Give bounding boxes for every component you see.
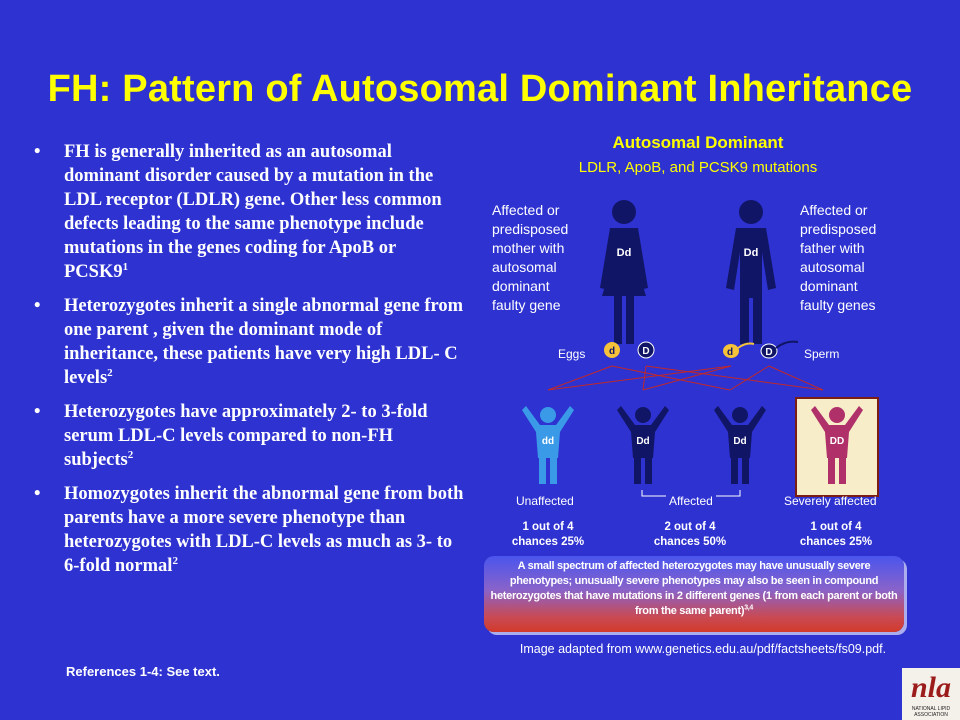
- chance-unaffected: 1 out of 4 chances 25%: [511, 521, 585, 548]
- diagram-subtitle: LDLR, ApoB, and PCSK9 mutations: [578, 159, 818, 176]
- severity-note-ref: 3,4: [744, 604, 754, 612]
- diagram-title: Autosomal Dominant: [612, 133, 784, 152]
- eggs-label: Eggs: [558, 347, 585, 361]
- mother-figure: [600, 200, 648, 344]
- bullet-dot: •: [34, 296, 41, 316]
- inheritance-diagram: Autosomal Dominant LDLR, ApoB, and PCSK9…: [478, 128, 960, 668]
- child-affected-figure: [714, 406, 766, 484]
- bullet-list: • FH is generally inherited as an autosom…: [34, 140, 464, 588]
- bullet-item: • Homozygotes inherit the abnormal gene f…: [34, 482, 464, 578]
- inheritance-lines: [547, 365, 824, 391]
- child-genotype: Dd: [636, 436, 649, 447]
- child-genotype: dd: [542, 436, 554, 447]
- chance-affected: 2 out of 4 chances 50%: [653, 521, 727, 548]
- child-severe-figure: [811, 406, 863, 484]
- sperm-label: Sperm: [804, 347, 839, 361]
- egg-d-label: d: [609, 346, 615, 357]
- sperm-D-label: D: [765, 347, 772, 358]
- chance-severe: 1 out of 4 chances 25%: [799, 521, 873, 548]
- bullet-ref: 2: [172, 554, 178, 567]
- bullet-item: • Heterozygotes have approximately 2- to …: [34, 400, 464, 472]
- bullet-text: FH is generally inherited as an autosoma…: [64, 142, 442, 282]
- nla-logo: nla NATIONAL LIPID ASSOCIATION: [902, 668, 960, 720]
- child-genotype: DD: [830, 436, 844, 447]
- egg-D-label: D: [642, 346, 649, 357]
- child-affected-figure: [617, 406, 669, 484]
- bullet-text: Homozygotes inherit the abnormal gene fr…: [64, 484, 464, 576]
- egg-D: [637, 341, 655, 359]
- severity-note-box: A small spectrum of affected heterozygot…: [484, 556, 904, 632]
- bullet-dot: •: [34, 142, 41, 162]
- child-unaffected-figure: [522, 406, 574, 484]
- sperm-d-label: d: [727, 347, 733, 358]
- egg-d: [604, 342, 620, 358]
- father-label: Affected or predisposed father with auto…: [800, 202, 877, 313]
- bullet-ref: 2: [127, 448, 134, 461]
- bullet-text: Heterozygotes have approximately 2- to 3…: [64, 402, 428, 470]
- sperm-D: [760, 340, 799, 359]
- sperm-d: [723, 342, 755, 358]
- bullet-dot: •: [34, 484, 41, 504]
- bullet-ref: 2: [107, 366, 113, 379]
- father-figure: [726, 200, 776, 344]
- slide-title: FH: Pattern of Autosomal Dominant Inheri…: [47, 68, 913, 110]
- references-note: References 1-4: See text.: [66, 664, 220, 679]
- bullet-item: • FH is generally inherited as an autosom…: [34, 140, 464, 284]
- father-genotype: Dd: [744, 247, 759, 259]
- status-unaffected: Unaffected: [516, 494, 574, 508]
- mother-label: Affected or predisposed mother with auto…: [492, 202, 569, 313]
- status-severe: Severely affected: [784, 494, 877, 508]
- status-affected: Affected: [666, 494, 716, 508]
- mother-genotype: Dd: [617, 247, 632, 259]
- logo-text: nla: [910, 671, 952, 704]
- image-credit: Image adapted from www.genetics.edu.au/p…: [519, 642, 887, 656]
- bullet-item: • Heterozygotes inherit a single abnormal…: [34, 294, 464, 390]
- child-genotype: Dd: [733, 436, 746, 447]
- logo-subtitle: NATIONAL LIPID ASSOCIATION: [911, 706, 951, 718]
- severity-note-text: A small spectrum of affected heterozygot…: [490, 560, 898, 617]
- bullet-ref: 1: [122, 260, 129, 273]
- bullet-dot: •: [34, 402, 41, 422]
- bullet-text: Heterozygotes inherit a single abnormal …: [64, 296, 464, 388]
- pedigree-graphic: Dd Dd Eggs d D d D: [522, 200, 879, 497]
